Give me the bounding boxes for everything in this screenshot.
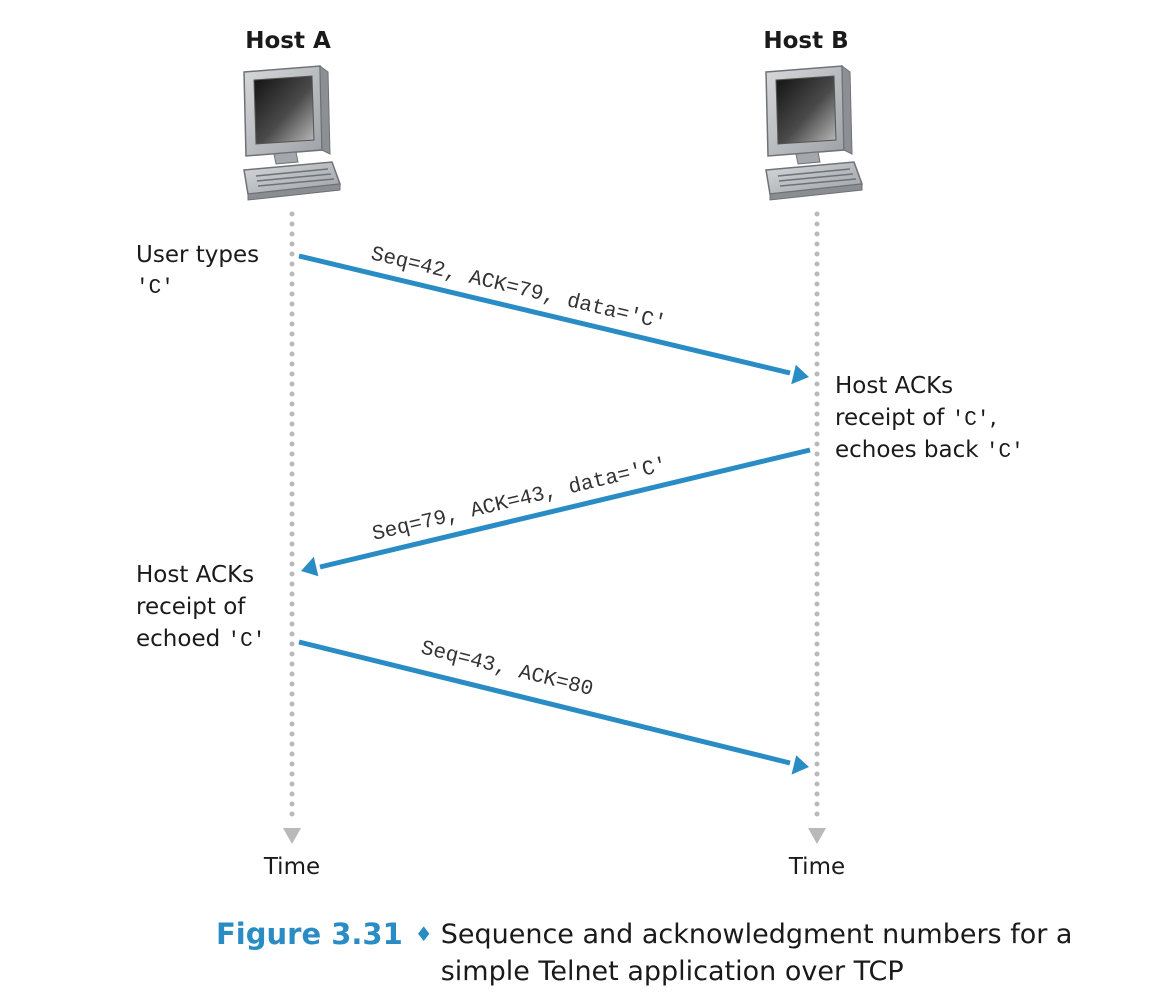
svg-text:echoed 'C': echoed 'C': [136, 626, 265, 653]
svg-text:User types: User types: [136, 242, 259, 268]
svg-text:Host ACKs: Host ACKs: [835, 373, 953, 399]
svg-text:Host ACKs: Host ACKs: [136, 562, 254, 588]
host-a-time-label: Time: [263, 854, 320, 880]
svg-text:echoes back 'C': echoes back 'C': [835, 437, 1024, 464]
figure-number: Figure 3.31: [216, 917, 403, 951]
segment-arrow-3: [298, 639, 809, 775]
segment-label-1: Seq=42, ACK=79, data='C': [368, 243, 668, 335]
host-b-time-label: Time: [788, 854, 845, 880]
host-b-computer-icon: [765, 65, 863, 201]
note-host-a-acks: Host ACKs receipt of echoed 'C': [136, 562, 265, 653]
note-user-types: User types 'C': [136, 242, 259, 300]
note-host-b-acks: Host ACKs receipt of 'C', echoes back 'C…: [835, 373, 1024, 464]
segment-arrow-2: [301, 447, 811, 577]
host-a-time-arrowhead: [283, 828, 301, 844]
segment-label-2: Seq=79, ACK=43, data='C': [370, 454, 670, 546]
host-a-computer-icon: [243, 65, 341, 201]
svg-text:'C': 'C': [136, 277, 174, 300]
figure-caption-text: Sequence and acknowledgment numbers for …: [440, 919, 1073, 987]
segment-arrow-1: [298, 253, 809, 385]
diamond-separator-icon: ♦: [414, 922, 433, 946]
host-b-title: Host B: [763, 28, 848, 54]
svg-text:receipt of 'C',: receipt of 'C',: [835, 405, 997, 432]
svg-text:receipt of: receipt of: [136, 594, 246, 620]
figure-caption: Figure 3.31 ♦ Sequence and acknowledgmen…: [216, 916, 1156, 990]
host-a-title: Host A: [245, 28, 331, 54]
host-b-time-arrowhead: [808, 828, 826, 844]
